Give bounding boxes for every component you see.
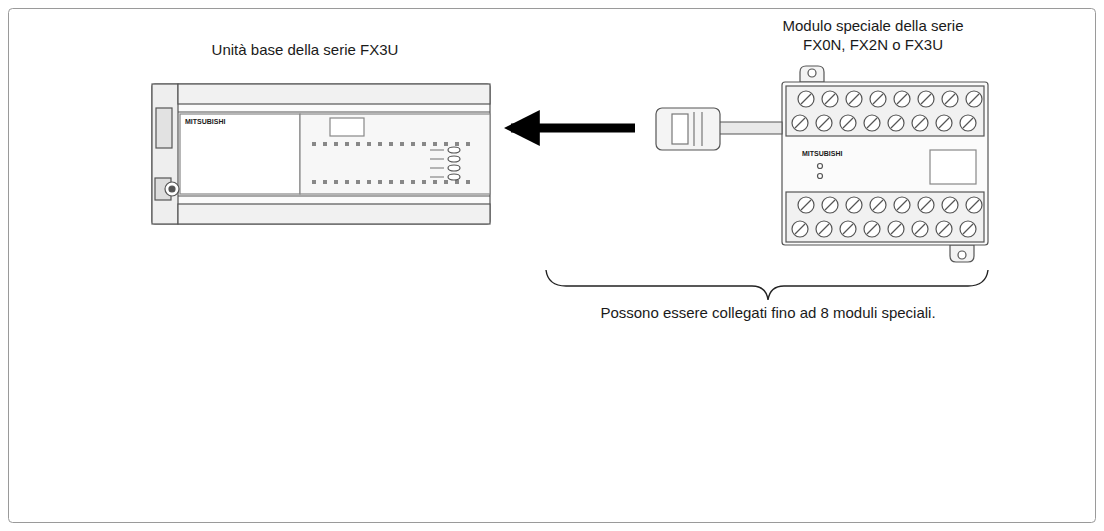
special-module-drawing xyxy=(656,66,988,262)
special-module: Modulo speciale della serie FX0N, FX2N o… xyxy=(640,16,996,248)
unit-heading: Modulo speciale della serie FX0N, FX2N o… xyxy=(768,16,978,54)
base-unit-drawing xyxy=(152,84,490,224)
brand-marking: MITSUBISHI xyxy=(185,118,225,125)
brace xyxy=(546,270,988,300)
base-unit: Unità base della serie FX3U xyxy=(150,40,496,228)
frame xyxy=(9,9,1096,523)
insert-arrow xyxy=(511,124,635,133)
unit-heading: Unità base della serie FX3U xyxy=(190,40,420,59)
brace-note: Possono essere collegati fino ad 8 modul… xyxy=(600,304,935,321)
brand-marking: MITSUBISHI xyxy=(802,150,842,157)
